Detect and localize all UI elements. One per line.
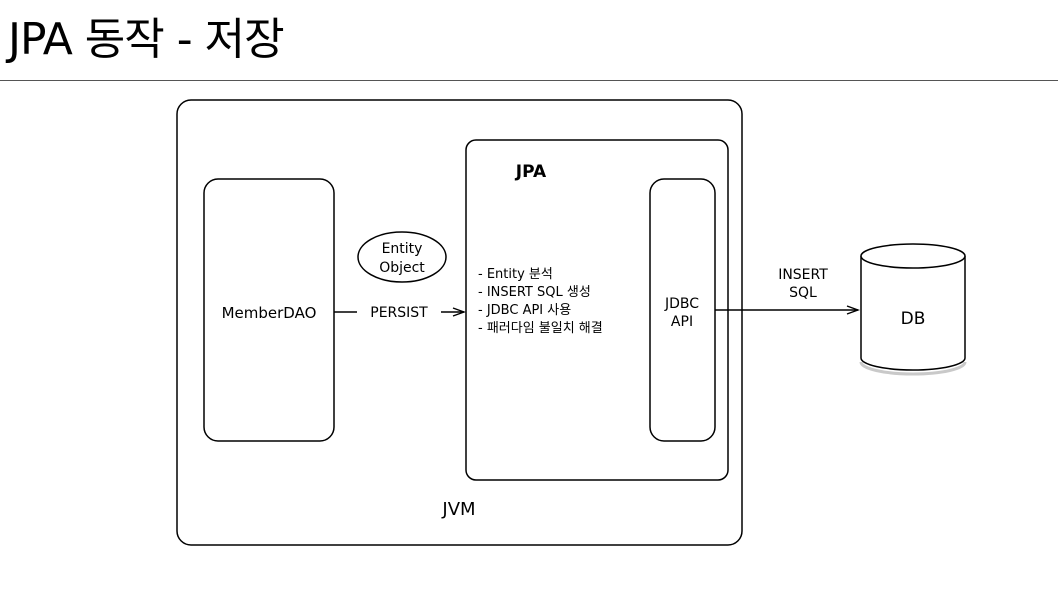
insert-sql-label-line1: INSERT	[778, 267, 828, 283]
jpa-item-jdbc-api: - JDBC API 사용	[478, 303, 571, 318]
entity-object-ellipse	[357, 231, 447, 283]
jpa-item-entity-analysis: - Entity 분석	[478, 267, 553, 282]
member-dao-label: MemberDAO	[222, 304, 317, 322]
db-cylinder	[859, 243, 967, 376]
jpa-item-insert-sql: - INSERT SQL 생성	[478, 285, 591, 300]
jvm-label: JVM	[441, 499, 475, 520]
title-divider	[0, 80, 1058, 81]
db-label: DB	[901, 309, 926, 329]
entity-object-label-line2: Object	[379, 260, 425, 276]
page-title: JPA 동작 - 저장	[8, 14, 285, 65]
persist-label: PERSIST	[370, 305, 428, 321]
entity-object-label-line1: Entity	[382, 241, 423, 257]
member-dao-box	[203, 178, 335, 442]
jpa-item-paradigm: - 패러다임 불일치 해결	[478, 321, 603, 336]
insert-sql-label-line2: SQL	[789, 285, 817, 301]
jpa-label: JPA	[515, 162, 547, 182]
jdbc-api-label-line1: JDBC	[664, 296, 699, 312]
jdbc-api-label-line2: API	[671, 314, 693, 330]
